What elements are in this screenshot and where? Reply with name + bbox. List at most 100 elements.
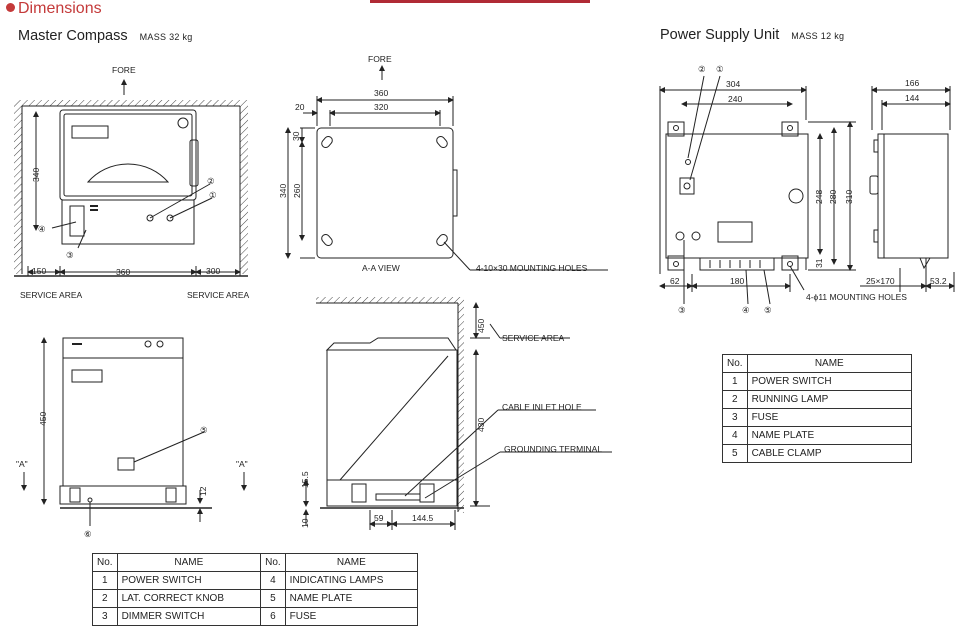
section-a-left: "A" [16, 459, 28, 469]
fore-label-1: FORE [112, 65, 136, 75]
service-area-label: SERVICE AREA [502, 333, 565, 343]
lat-correct-knob [146, 214, 154, 222]
power-switch-knob [166, 214, 174, 222]
row-name: FUSE [746, 408, 913, 427]
row-no: 1 [722, 372, 748, 391]
dim-53-2: 53.2 [930, 276, 947, 286]
col-no: No. [92, 553, 118, 572]
row-no: 2 [92, 589, 118, 608]
row-no: 5 [722, 444, 748, 463]
master-compass-title: Master Compass [18, 28, 128, 44]
row-no: 6 [260, 607, 286, 626]
dim-304: 304 [726, 79, 740, 89]
psu-mass: MASS 12 kg [791, 31, 845, 41]
psu-callout-4: ④ [742, 305, 750, 315]
front-ceiling-hatch [14, 100, 248, 106]
dim-25x170: 25×170 [866, 276, 895, 286]
dim-430: 430 [476, 418, 486, 432]
psu-callout-1: ① [716, 64, 724, 74]
master-front-view [14, 79, 248, 277]
dim-12: 12 [198, 486, 208, 496]
dim-180: 180 [730, 276, 744, 286]
psu-front-view [659, 75, 856, 305]
dim-150: 150 [32, 266, 46, 276]
aa-view-label: A-A VIEW [362, 263, 400, 273]
grounding-terminal-label: GROUNDING TERMINAL [504, 444, 602, 454]
top-accent-bar [370, 0, 590, 3]
dim-20: 20 [295, 102, 305, 112]
dim-10: 10 [300, 518, 310, 528]
dim-340-front: 340 [31, 168, 41, 182]
front-right-wall-hatch [240, 106, 248, 274]
service-area-right: SERVICE AREA [187, 290, 250, 300]
col-name: NAME [284, 553, 419, 572]
callout-3-front: ③ [66, 250, 74, 260]
master-parts-table: No. NAME No. NAME 1 POWER SWITCH 4 INDIC… [92, 553, 419, 626]
row-name: LAT. CORRECT KNOB [116, 589, 262, 608]
fore-label-2: FORE [368, 54, 392, 64]
section-header: Dimensions [0, 0, 102, 18]
dim-360-top: 360 [374, 88, 388, 98]
callout-2-front: ② [207, 176, 215, 186]
col-name: NAME [116, 553, 262, 572]
row-name: NAME PLATE [284, 589, 419, 608]
section-a-right: "A" [236, 459, 248, 469]
dim-260: 260 [292, 184, 302, 198]
row-no: 3 [722, 408, 748, 427]
callout-5-lower: ⑤ [200, 425, 208, 435]
table-row: 2 LAT. CORRECT KNOB 5 NAME PLATE [92, 589, 419, 608]
master-lower-front-view [21, 337, 247, 526]
dim-30: 30 [291, 131, 301, 141]
dim-280: 280 [828, 190, 838, 204]
psu-mounting-holes: 4-ϕ11 MOUNTING HOLES [806, 292, 907, 302]
dim-450-lower: 450 [38, 412, 48, 426]
psu-title: Power Supply Unit [660, 27, 780, 43]
psu-running-lamp [685, 159, 691, 165]
dim-59: 59 [374, 513, 384, 523]
table-header-row: No. NAME [722, 354, 913, 373]
control-panel [61, 199, 195, 245]
dim-144: 144 [905, 93, 919, 103]
dim-340-top: 340 [278, 184, 288, 198]
row-name: DIMMER SWITCH [116, 607, 262, 626]
front-left-wall-hatch [14, 106, 22, 274]
section-title: Dimensions [18, 0, 102, 17]
row-name: POWER SWITCH [746, 372, 913, 391]
col-no: No. [722, 354, 748, 373]
compass-name-plate [71, 125, 109, 139]
dim-320: 320 [374, 102, 388, 112]
table-row: 3 DIMMER SWITCH 6 FUSE [92, 607, 419, 626]
psu-callout-3: ③ [678, 305, 686, 315]
dim-166: 166 [905, 78, 919, 88]
master-compass-mass: MASS 32 kg [139, 32, 193, 42]
row-no: 1 [92, 571, 118, 590]
name-plate-lower [117, 457, 135, 471]
dim-300: 300 [206, 266, 220, 276]
compass-card-window [86, 163, 170, 183]
callout-6-lower: ⑥ [84, 529, 92, 539]
row-name: INDICATING LAMPS [284, 571, 419, 590]
dim-144-5: 144.5 [412, 513, 434, 523]
col-no: No. [260, 553, 286, 572]
row-name: RUNNING LAMP [746, 390, 913, 409]
col-name: NAME [746, 354, 913, 373]
compass-housing [59, 109, 197, 201]
psu-callout-2: ② [698, 64, 706, 74]
psu-callout-5: ⑤ [764, 305, 772, 315]
row-no: 5 [260, 589, 286, 608]
dim-240: 240 [728, 94, 742, 104]
row-no: 2 [722, 390, 748, 409]
row-no: 4 [260, 571, 286, 590]
psu-power-switch [679, 177, 695, 195]
callout-4-front: ④ [38, 224, 46, 234]
table-row: 1 POWER SWITCH 4 INDICATING LAMPS [92, 571, 419, 590]
dim-31: 31 [814, 258, 824, 268]
row-name: POWER SWITCH [116, 571, 262, 590]
bullet-dot-icon [6, 3, 15, 12]
